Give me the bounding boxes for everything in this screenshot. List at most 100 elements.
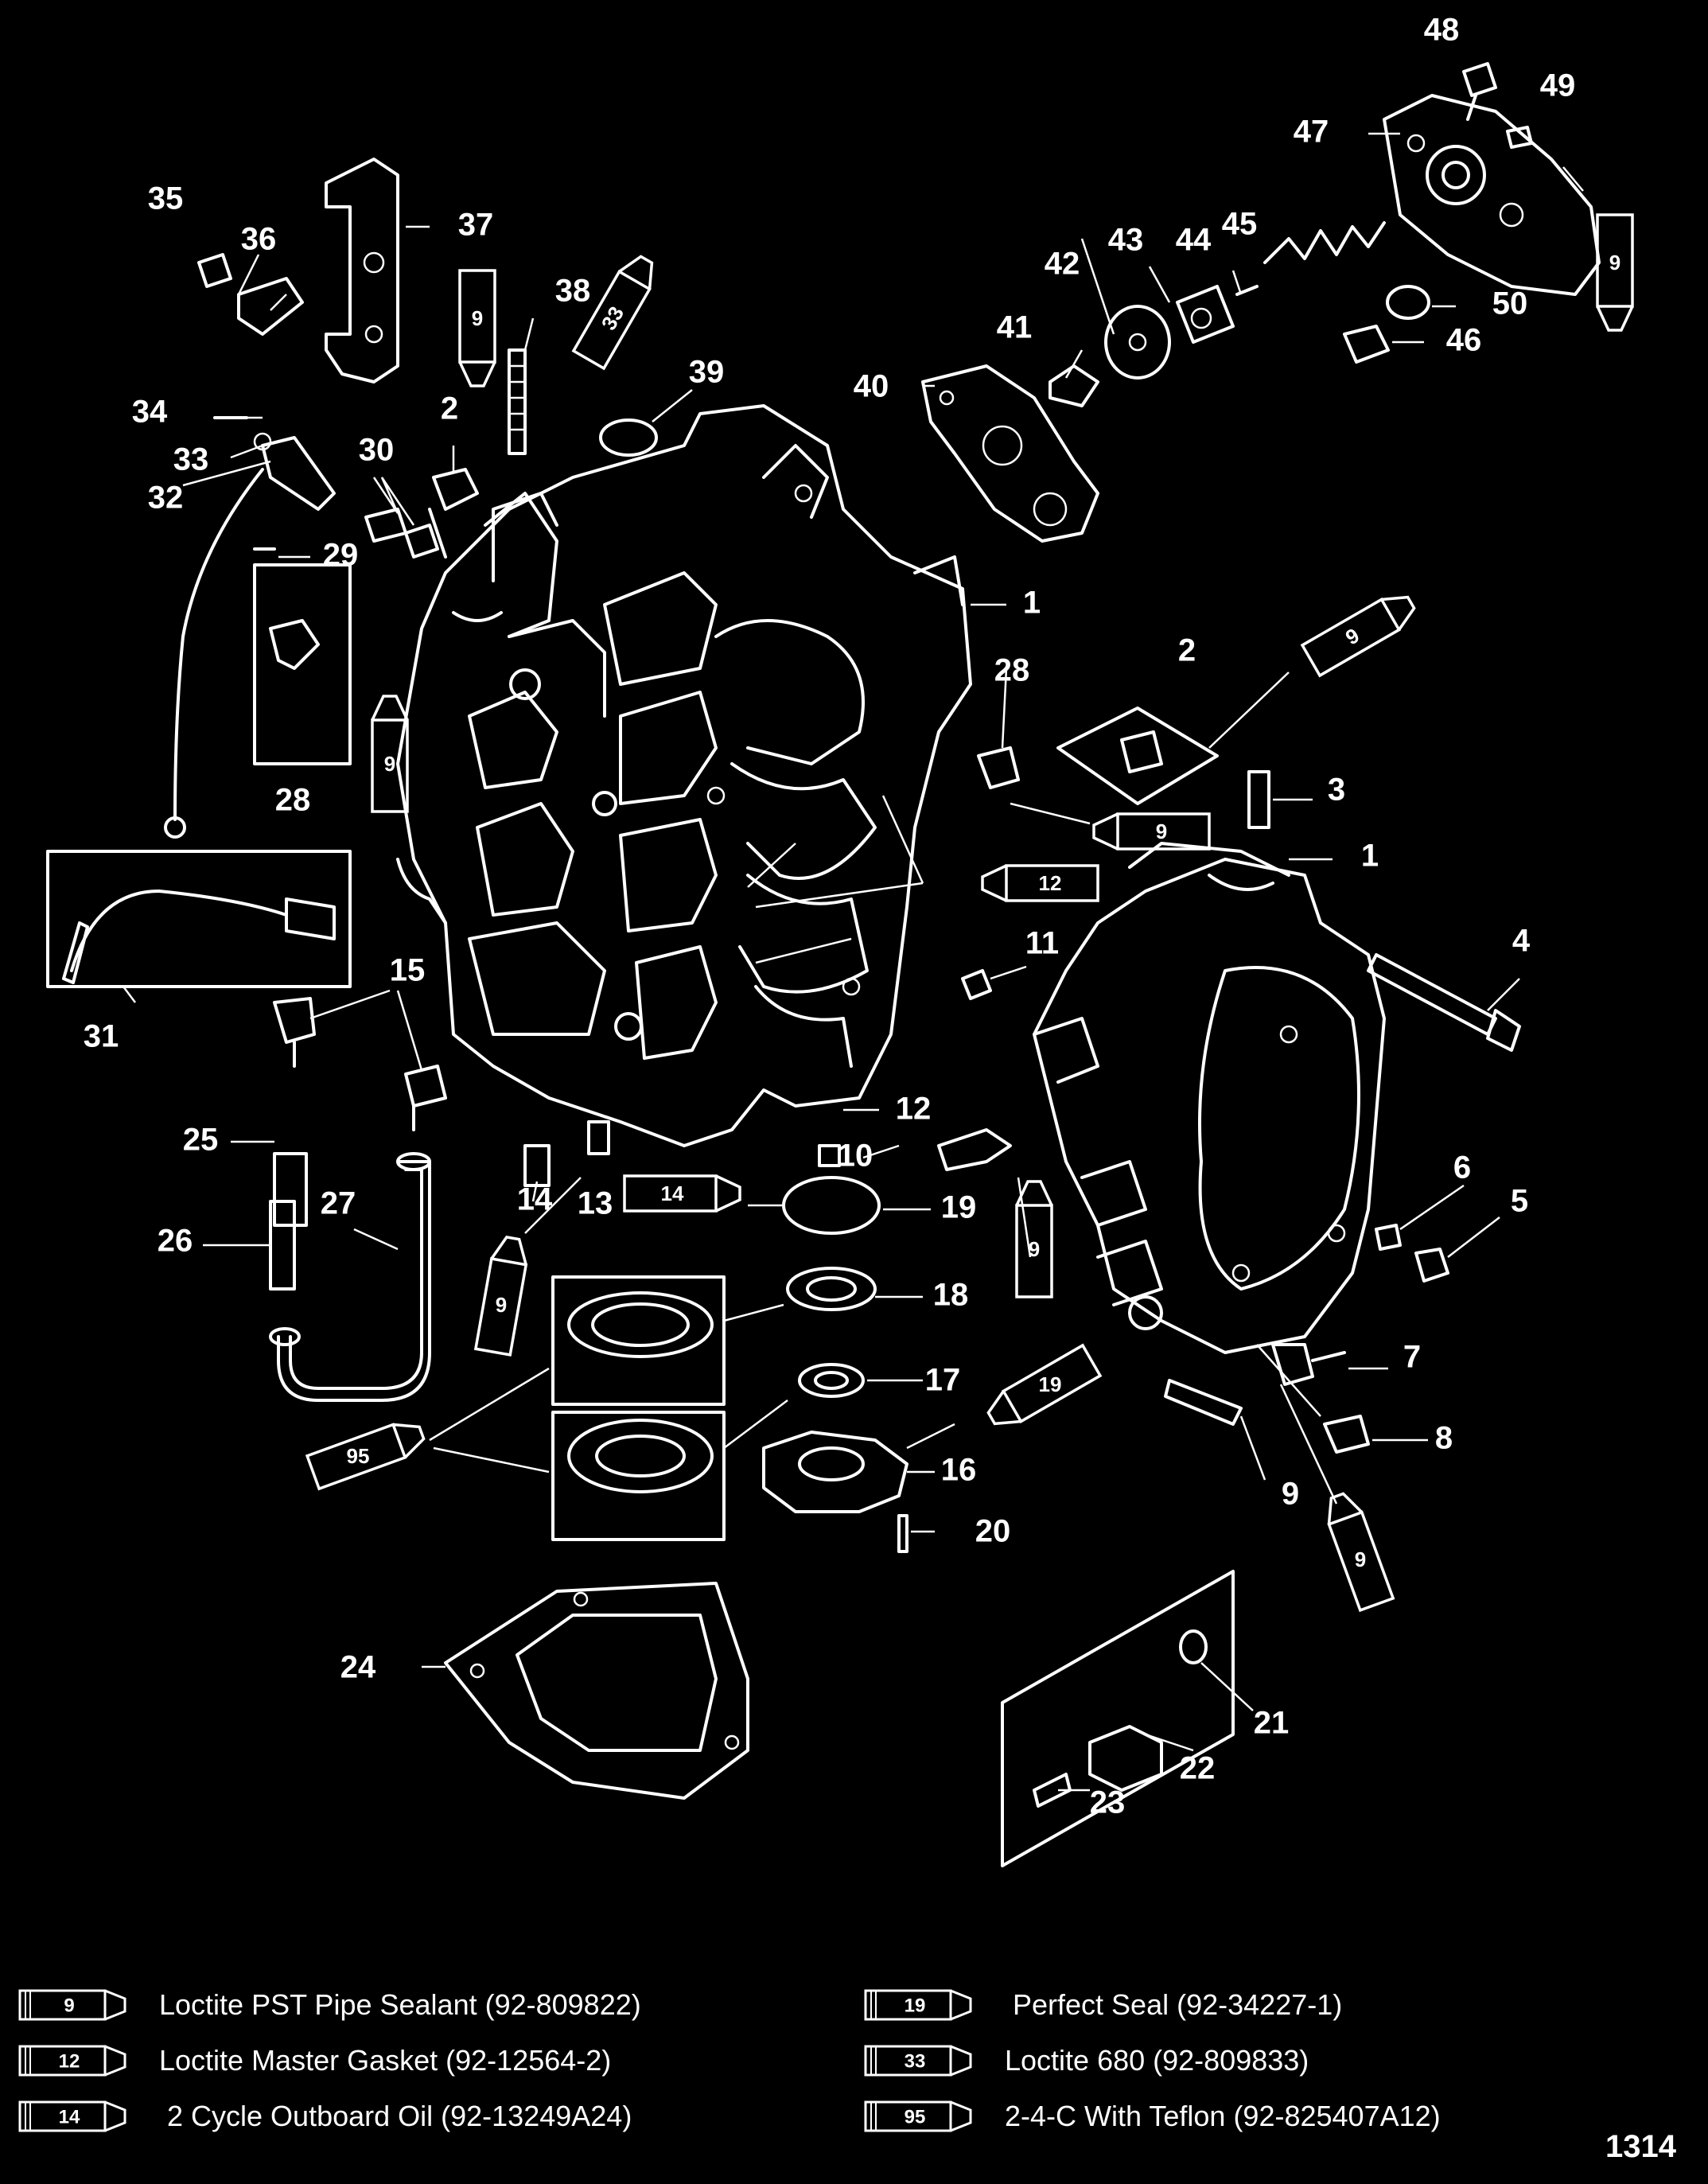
seal-parts: [523, 707, 1521, 1553]
legend-item: 12 Loctite Master Gasket (92-12564-2): [18, 2037, 611, 2085]
tube-9-upper: 9: [458, 269, 496, 387]
tube-95: 95: [305, 1423, 426, 1491]
callout-35: 35: [148, 181, 184, 216]
tube-label: 14: [661, 1182, 684, 1205]
callout-48: 48: [1424, 13, 1460, 48]
tube-icon: 19: [863, 1987, 982, 2022]
legend-text: Loctite 680 (92-809833): [1005, 2044, 1309, 2077]
tube-14: 14: [623, 1174, 741, 1213]
tube-label: 9: [1029, 1237, 1040, 1261]
callout-2-right: 2: [1178, 633, 1196, 668]
tube-icon: 9: [18, 1987, 137, 2022]
callout-numbers: 48 49 47 45 44 43 42 41 40 50 46 39 38 3…: [84, 13, 1576, 1820]
callout-44: 44: [1176, 223, 1212, 258]
callout-42: 42: [1045, 247, 1080, 282]
legend-text: 2-4-C With Teflon (92-825407A12): [1005, 2100, 1441, 2132]
cylinder-block: [396, 404, 972, 1147]
callout-23: 23: [1090, 1785, 1126, 1820]
callout-15: 15: [390, 953, 426, 988]
tube-label: 9: [1355, 1547, 1366, 1571]
callout-49: 49: [1540, 68, 1576, 103]
callout-3: 3: [1328, 773, 1345, 808]
callout-17: 17: [925, 1363, 961, 1398]
tube-label: 9: [384, 752, 395, 776]
tube-label: 9: [1341, 623, 1364, 649]
callout-25: 25: [183, 1123, 219, 1158]
tube-label: 9: [472, 306, 483, 330]
legend-text: Perfect Seal (92-34227-1): [1013, 1988, 1343, 2021]
tube-9-center-right: 9: [1015, 1180, 1053, 1298]
callout-37: 37: [458, 208, 494, 243]
callout-39: 39: [689, 355, 725, 390]
tube-9-cover: 9: [1596, 213, 1634, 332]
callout-2-left: 2: [441, 391, 458, 426]
tube-9-bottom-right: 9: [1327, 1492, 1395, 1613]
tube-label: 12: [1039, 871, 1062, 895]
legend-text: 2 Cycle Outboard Oil (92-13249A24): [167, 2100, 632, 2132]
callout-45: 45: [1222, 207, 1258, 242]
callout-22: 22: [1180, 1751, 1216, 1786]
callout-13: 13: [578, 1186, 613, 1221]
legend-code: 12: [59, 2050, 80, 2072]
legend-item: 19 Perfect Seal (92-34227-1): [863, 1981, 1342, 2029]
callout-1-right: 1: [1361, 839, 1379, 874]
callout-9: 9: [1282, 1477, 1299, 1512]
callout-4: 4: [1512, 924, 1531, 959]
callout-38: 38: [555, 274, 591, 309]
tube-9-left-inset: 9: [371, 695, 409, 813]
callout-31: 31: [84, 1019, 119, 1054]
legend-item: 14 2 Cycle Outboard Oil (92-13249A24): [18, 2093, 632, 2140]
legend-text: Loctite Master Gasket (92-12564-2): [159, 2044, 612, 2077]
legend-item: 9 Loctite PST Pipe Sealant (92-809822): [18, 1981, 641, 2029]
callout-41: 41: [997, 310, 1033, 345]
tube-label: 19: [1039, 1372, 1062, 1396]
tube-9-center-left: 9: [473, 1235, 528, 1357]
legend-item: 33 Loctite 680 (92-809833): [863, 2037, 1309, 2085]
hose-fittings: [269, 997, 447, 1402]
callout-12: 12: [896, 1092, 932, 1127]
callout-28-right: 28: [994, 653, 1030, 688]
callout-33: 33: [173, 442, 209, 477]
tube-33: 33: [571, 255, 654, 371]
callout-10: 10: [838, 1139, 873, 1174]
crankcase-cover: [1033, 842, 1386, 1354]
legend-code: 9: [64, 1995, 74, 2016]
callout-29: 29: [323, 538, 359, 573]
callout-24: 24: [340, 1650, 376, 1685]
tube-icon: 14: [18, 2099, 137, 2134]
legend-code: 95: [905, 2106, 926, 2128]
page-number: 1314: [1605, 2129, 1676, 2164]
callout-16: 16: [941, 1453, 977, 1488]
callout-27: 27: [321, 1186, 356, 1221]
tube-label: 9: [496, 1293, 507, 1317]
bracket-parts: [46, 158, 658, 988]
callout-11: 11: [1025, 926, 1059, 961]
callout-8: 8: [1435, 1421, 1453, 1456]
callout-20: 20: [975, 1514, 1011, 1549]
thermostat-cover-assembly: [921, 62, 1601, 543]
tube-9-middle: 9: [1092, 812, 1211, 851]
callout-28-left: 28: [275, 783, 311, 818]
tube-label: 9: [1609, 251, 1620, 274]
bottom-parts: [444, 1570, 1235, 1867]
callout-50: 50: [1492, 286, 1528, 321]
callout-43: 43: [1108, 223, 1144, 258]
legend-code: 33: [905, 2050, 926, 2072]
legend-code: 19: [905, 1995, 926, 2016]
callout-30: 30: [359, 433, 395, 468]
leader-lines: [123, 132, 1584, 1792]
callout-26: 26: [158, 1224, 193, 1259]
legend-code: 14: [59, 2106, 80, 2128]
callout-36: 36: [241, 222, 277, 257]
callout-5: 5: [1511, 1184, 1528, 1219]
tube-label: 9: [1156, 819, 1167, 843]
callout-47: 47: [1294, 115, 1329, 150]
callout-1-top: 1: [1023, 586, 1041, 621]
tube-icon: 12: [18, 2043, 137, 2078]
callout-18: 18: [933, 1278, 969, 1313]
callout-7: 7: [1403, 1340, 1421, 1375]
tube-19: 19: [986, 1343, 1103, 1426]
callout-34: 34: [132, 395, 168, 430]
legend-item: 95 2-4-C With Teflon (92-825407A12): [863, 2093, 1441, 2140]
